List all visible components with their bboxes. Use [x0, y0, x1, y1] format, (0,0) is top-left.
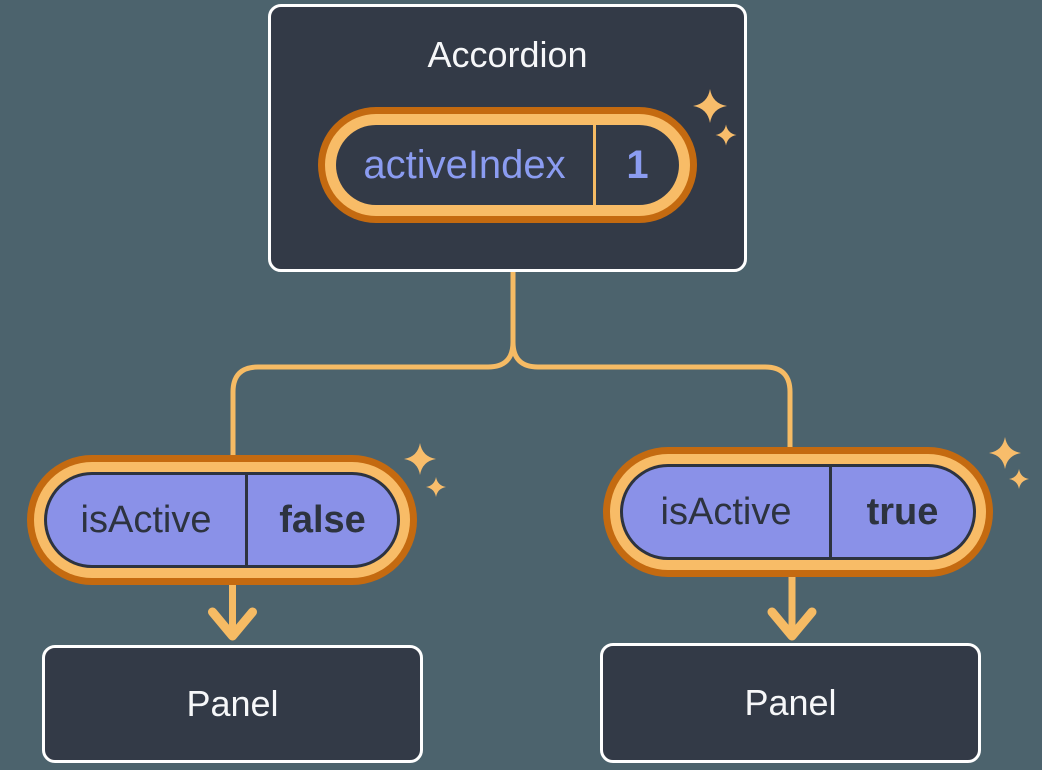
state-name-label: activeIndex: [363, 142, 566, 187]
state-pill-divider: [593, 125, 596, 205]
prop-pill-divider: [829, 467, 832, 557]
state-pill: activeIndex 1: [318, 107, 697, 223]
accordion-card: Accordion activeIndex 1: [268, 4, 747, 272]
prop-value-label: true: [866, 490, 939, 533]
prop-pill-outline: isActive false: [44, 472, 400, 568]
prop-pill-body: isActive false: [47, 475, 397, 565]
prop-pill-isactive-false: isActive false: [27, 455, 417, 585]
accordion-title: Accordion: [427, 34, 588, 75]
panel-title: Panel: [744, 682, 837, 724]
prop-pill-outline: isActive true: [620, 464, 976, 560]
state-value-label: 1: [626, 142, 649, 187]
state-pill-body: activeIndex 1: [336, 125, 679, 205]
connector-left-branch: [230, 272, 516, 460]
arrow-down-icon: [767, 570, 817, 641]
prop-pill-divider: [245, 475, 248, 565]
arrow-down-icon: [208, 578, 257, 641]
panel-card-left: Panel: [42, 645, 423, 763]
panel-title: Panel: [186, 683, 279, 725]
state-pill-ring: activeIndex 1: [325, 114, 690, 216]
sparkle-icon: [989, 437, 1029, 489]
prop-value-label: false: [279, 498, 366, 541]
sparkle-icon: [404, 443, 446, 497]
prop-pill-ring: isActive true: [610, 454, 986, 570]
prop-pill-isactive-true: isActive true: [603, 447, 993, 577]
prop-name-label: isActive: [660, 490, 792, 533]
prop-name-label: isActive: [80, 498, 212, 541]
panel-card-right: Panel: [600, 643, 981, 763]
connector-right-branch: [510, 272, 793, 452]
prop-pill-ring: isActive false: [34, 462, 410, 578]
prop-pill-body: isActive true: [623, 467, 973, 557]
